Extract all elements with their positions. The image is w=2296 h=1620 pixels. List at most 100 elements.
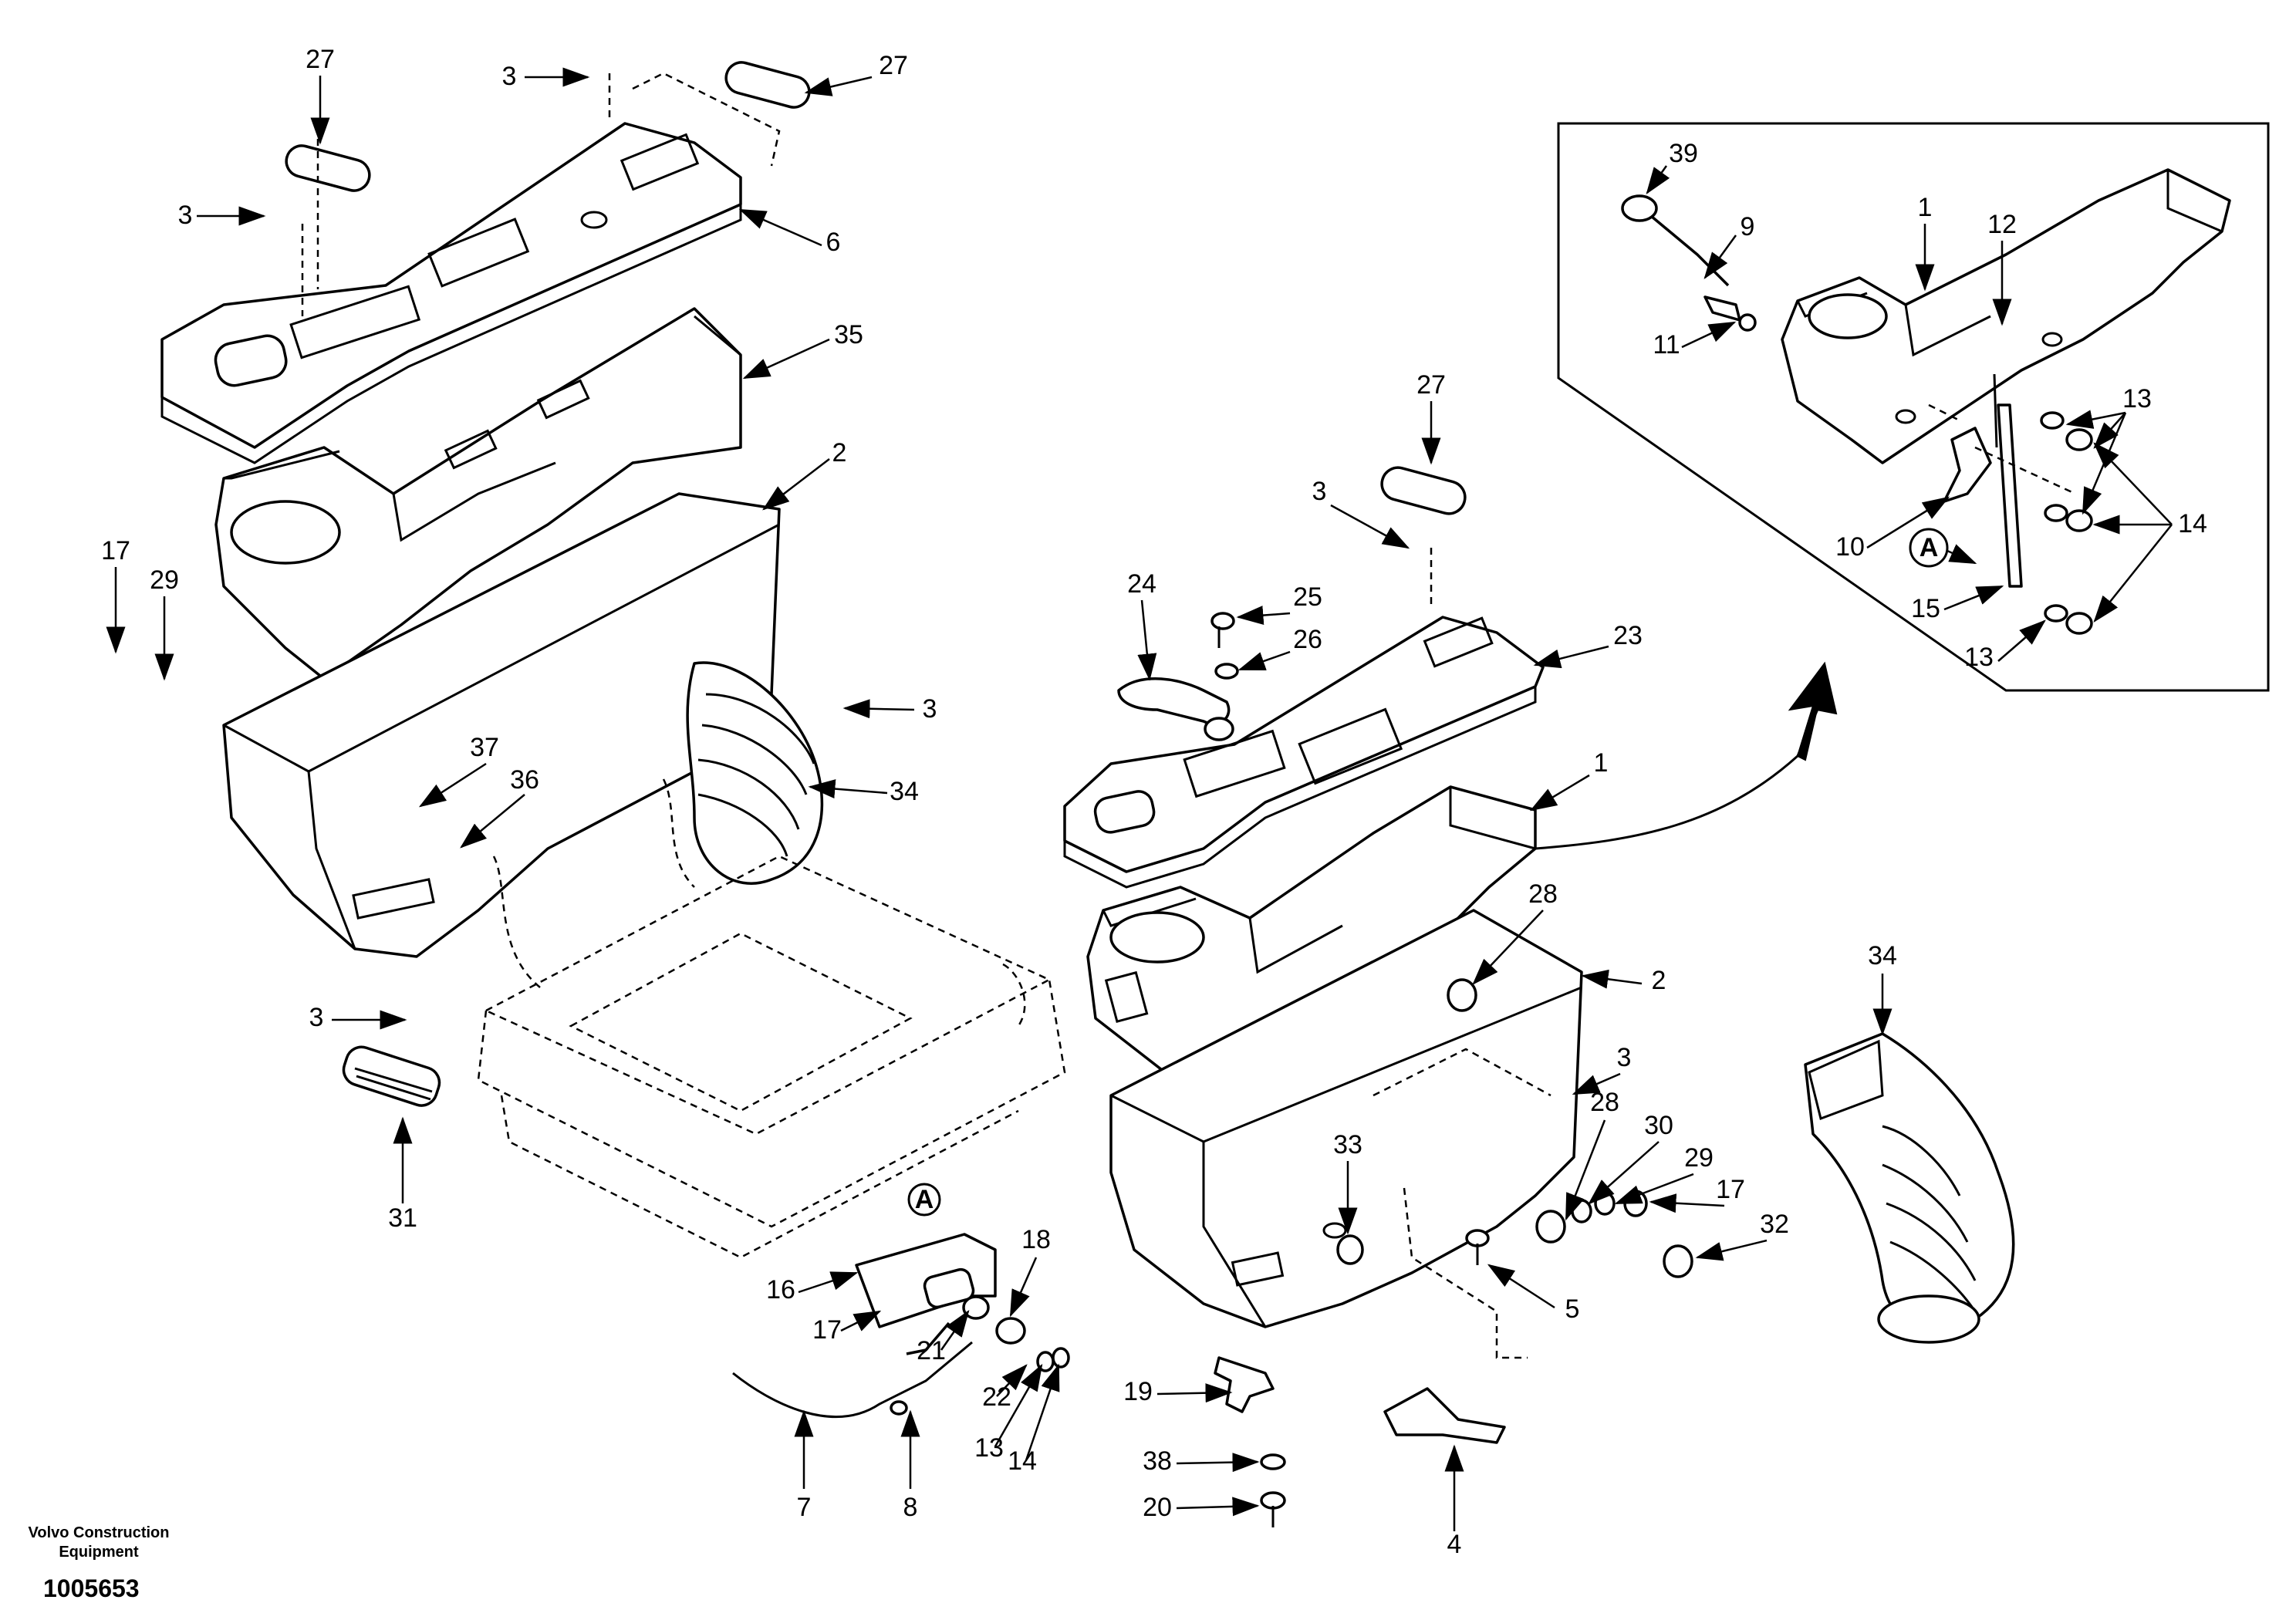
callout-36: 36 <box>510 765 539 795</box>
leader-arrow <box>1997 619 2046 662</box>
leader-arrow <box>1943 585 2004 611</box>
callout-38: 38 <box>1143 1446 1172 1476</box>
callout-34: 34 <box>1868 941 1897 970</box>
leader-arrow <box>1137 599 1157 681</box>
right-hardware-row <box>1535 1190 1693 1278</box>
callout-7: 7 <box>797 1493 812 1522</box>
callout-22: 22 <box>982 1382 1011 1412</box>
leader-arrow <box>1588 1141 1660 1205</box>
left-top-cover-6 <box>160 122 742 464</box>
callout-3: 3 <box>178 201 193 230</box>
leader-arrow <box>2093 524 2173 623</box>
callout-13: 13 <box>974 1433 1004 1463</box>
leader-arrow <box>994 1363 1043 1447</box>
left-housing-2 <box>222 492 781 958</box>
curved-arrow-to-detail <box>1788 661 1838 761</box>
callout-28: 28 <box>1528 879 1558 909</box>
callout-1: 1 <box>1918 193 1933 222</box>
callout-27: 27 <box>1416 370 1446 400</box>
callout-27: 27 <box>306 45 335 74</box>
left-lock-assembly <box>732 1233 1070 1419</box>
right-bolt-5 <box>1465 1229 1490 1265</box>
leader-arrow <box>2082 412 2127 515</box>
leader-arrow <box>842 699 915 719</box>
leader-arrow <box>1009 1257 1038 1318</box>
callout-28: 28 <box>1590 1088 1619 1117</box>
leader-arrow <box>940 1309 970 1351</box>
callout-3: 3 <box>1312 477 1327 506</box>
right-handle-19 <box>1214 1356 1275 1413</box>
leader-arrow <box>1681 321 1737 349</box>
leader-arrow <box>840 1310 882 1332</box>
callout-17: 17 <box>1716 1175 1745 1204</box>
leader-arrow <box>808 779 888 799</box>
callout-33: 33 <box>1333 1130 1362 1159</box>
leader-arrow <box>1565 1119 1606 1221</box>
callout-17: 17 <box>812 1315 842 1345</box>
callout-39: 39 <box>1669 139 1698 168</box>
leader-arrow <box>1236 606 1291 626</box>
leader-arrow <box>460 794 525 849</box>
callout-9: 9 <box>1741 212 1755 241</box>
leader-arrow <box>1649 1193 1725 1213</box>
leader-arrow <box>2065 410 2126 429</box>
left-seal-31 <box>342 1045 441 1107</box>
callout-14: 14 <box>1008 1446 1037 1476</box>
leader-arrow <box>1646 165 1670 195</box>
callout-26: 26 <box>1293 625 1322 654</box>
callout-17: 17 <box>101 536 130 565</box>
leader-arrow <box>1703 235 1737 280</box>
leader-arrow <box>1025 1363 1060 1461</box>
leader-arrow <box>1572 1072 1621 1095</box>
callout-21: 21 <box>917 1336 946 1365</box>
callout-37: 37 <box>470 733 499 762</box>
leader-arrow <box>1533 645 1609 669</box>
leader-arrow <box>2093 412 2126 449</box>
callout-27: 27 <box>879 51 908 80</box>
leader-arrow <box>1330 504 1410 549</box>
left-plate-27-right <box>724 61 811 109</box>
callout-11: 11 <box>1653 330 1680 359</box>
leader-arrow <box>804 76 873 96</box>
right-bolt-20 <box>1260 1491 1286 1527</box>
callout-labels: 27 3 27 3 6 35 2 17 29 3 37 36 34 3 31 1… <box>101 45 2207 1559</box>
right-plate-27 <box>1380 466 1467 515</box>
callout-1: 1 <box>1594 748 1609 778</box>
detail-marker-a-label: A <box>915 1185 934 1214</box>
callout-34: 34 <box>890 777 919 806</box>
leader-arrow <box>1487 1264 1555 1309</box>
leader-arrow <box>1176 1497 1260 1517</box>
leader-arrow <box>2093 442 2173 525</box>
callout-24: 24 <box>1127 569 1156 599</box>
leader-arrow <box>1472 910 1544 985</box>
detail-marker-a-detail: A <box>1909 528 1949 568</box>
callout-29: 29 <box>1684 1143 1714 1173</box>
leader-arrow <box>1156 1383 1233 1403</box>
leader-arrow <box>1237 650 1291 671</box>
leader-arrow <box>1614 1173 1694 1205</box>
left-base-frame <box>477 778 1066 1259</box>
callout-31: 31 <box>388 1203 417 1233</box>
callout-10: 10 <box>1835 532 1865 562</box>
leader-arrow <box>738 208 822 247</box>
callout-35: 35 <box>834 320 863 349</box>
right-top-cover-23 <box>1063 616 1545 889</box>
callout-4: 4 <box>1447 1530 1462 1559</box>
right-lever-24 <box>1117 677 1234 741</box>
callout-8: 8 <box>903 1493 918 1522</box>
callout-13: 13 <box>1964 643 1994 672</box>
right-bracket-4 <box>1383 1387 1506 1444</box>
left-boot-34 <box>686 661 824 885</box>
callout-30: 30 <box>1644 1111 1673 1140</box>
right-washer-38 <box>1260 1453 1286 1470</box>
callout-3: 3 <box>309 1003 324 1032</box>
callout-6: 6 <box>826 228 841 257</box>
leader-arrow <box>1176 1453 1260 1473</box>
callout-19: 19 <box>1123 1377 1153 1406</box>
callout-5: 5 <box>1565 1294 1580 1324</box>
detail-marker-a-label: A <box>1920 533 1939 562</box>
leader-arrow <box>1695 1239 1768 1261</box>
manufacturer-caption-line2: Equipment <box>59 1544 139 1561</box>
callout-15: 15 <box>1911 594 1940 623</box>
right-boot-34 <box>1804 1032 2015 1344</box>
